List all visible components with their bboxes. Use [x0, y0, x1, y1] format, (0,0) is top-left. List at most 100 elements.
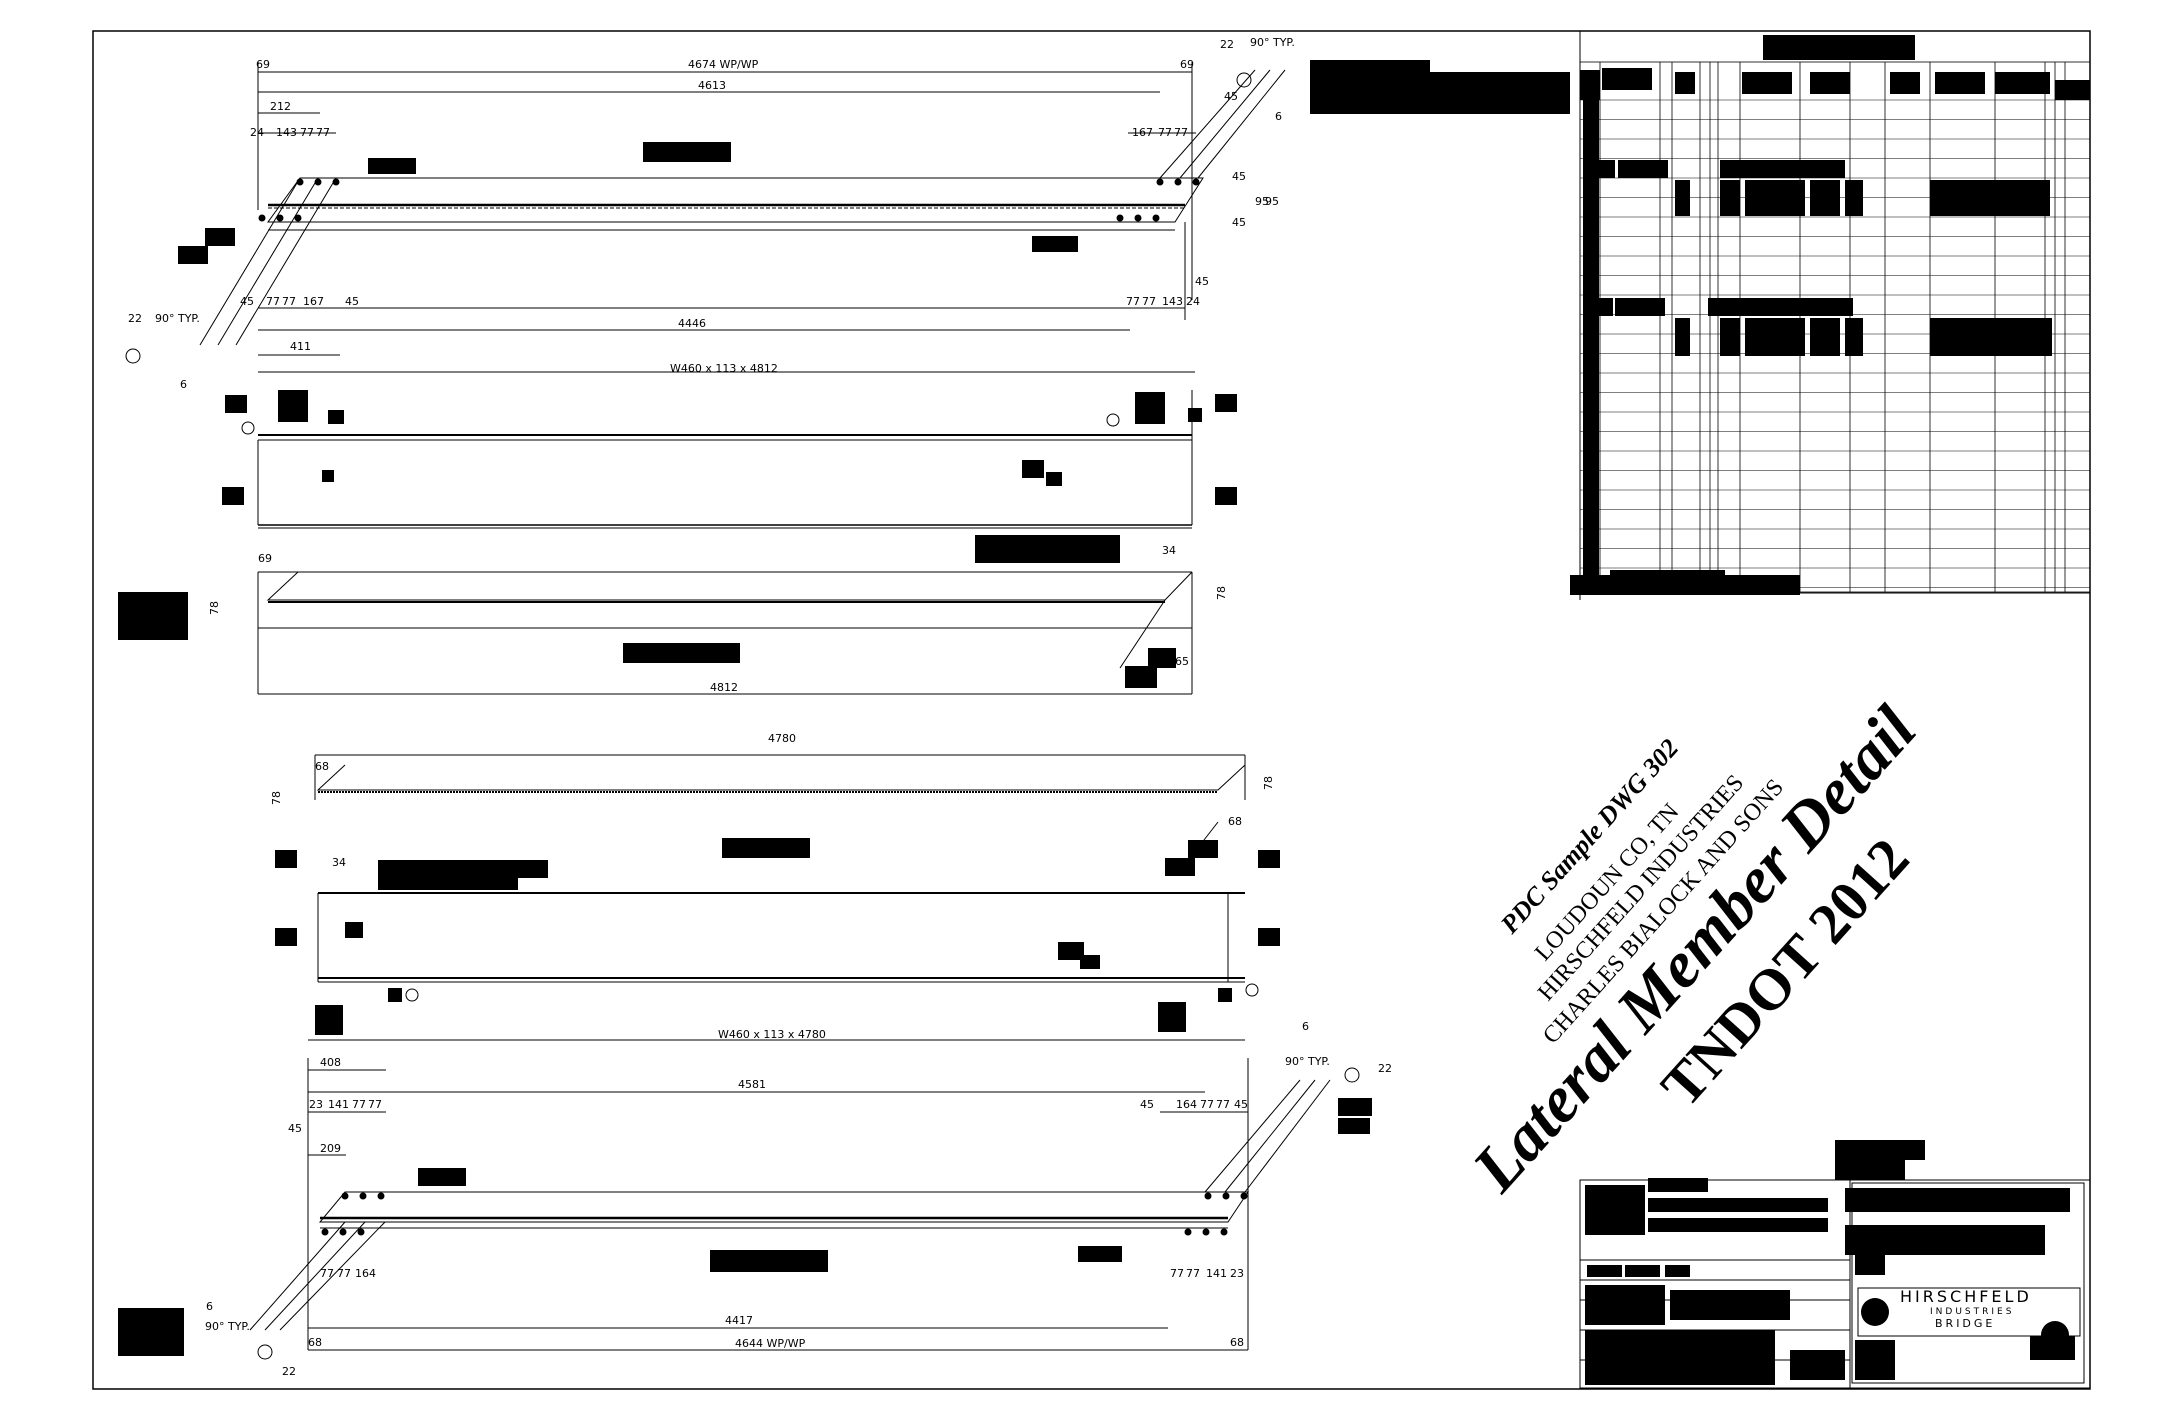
top-lr-3: 24 — [1186, 295, 1200, 308]
bottom-rh-3: 77 — [1216, 1098, 1230, 1111]
bottom-68-left: 68 — [308, 1336, 322, 1349]
top-web-69: 69 — [258, 552, 272, 565]
top-ll-0: 45 — [240, 295, 254, 308]
sheet-border — [92, 30, 2091, 1390]
top-web-view — [257, 571, 1193, 695]
top-lh-2: 77 — [300, 126, 314, 139]
top-overall-wp: 4674 WP/WP — [688, 58, 759, 71]
bottom-member-plan — [249, 1058, 1331, 1351]
top-ll-1: 77 — [266, 295, 280, 308]
top-flange-view — [257, 390, 1193, 529]
bottom-rh-4: 45 — [1234, 1098, 1248, 1111]
top-end-left: 69 — [256, 58, 270, 71]
bottom-angle-note-left: 90° TYP. — [205, 1320, 250, 1333]
bottom-lh-1: 141 — [328, 1098, 349, 1111]
top-angle-6-right: 6 — [1275, 110, 1282, 123]
bottom-web-78-left: 78 — [270, 791, 283, 805]
top-vd-45a: 45 — [1232, 216, 1246, 229]
bottom-bolt-length: 4417 — [725, 1314, 753, 1327]
top-web-redactions — [118, 592, 1176, 688]
bottom-rh-1: 164 — [1176, 1098, 1197, 1111]
top-vd-45b: 45 — [1232, 170, 1246, 183]
bottom-web-overall: 4780 — [768, 732, 796, 745]
bottom-lh-2: 77 — [352, 1098, 366, 1111]
top-bolt-length: 4446 — [678, 317, 706, 330]
hirschfeld-logo: HIRSCHFELD INDUSTRIES BRIDGE — [1857, 1287, 2081, 1349]
bom-redactions — [1310, 35, 2090, 595]
top-inner-length: 4613 — [698, 79, 726, 92]
top-section: W460 x 113 x 4812 — [670, 362, 778, 375]
bottom-45: 45 — [288, 1122, 302, 1135]
main-title: Lateral Member Detail — [1458, 693, 1930, 1206]
top-member-plan — [199, 62, 1286, 373]
bottom-angle-22-left: 22 — [282, 1365, 296, 1378]
bottom-lr-1: 77 — [1186, 1267, 1200, 1280]
bottom-web-68-right: 68 — [1228, 815, 1242, 828]
bottom-lr-2: 141 — [1206, 1267, 1227, 1280]
top-lr-1: 77 — [1142, 295, 1156, 308]
bottom-408: 408 — [320, 1056, 341, 1069]
bottom-angle-6-right: 6 — [1302, 1020, 1309, 1033]
top-angle-note-left: 90° TYP. — [155, 312, 200, 325]
bottom-68-right: 68 — [1230, 1336, 1244, 1349]
top-redactions — [125, 72, 1252, 364]
logo-name: HIRSCHFELD — [1900, 1287, 2032, 1306]
top-45-right: 45 — [1195, 275, 1209, 288]
top-ll-3: 167 — [303, 295, 324, 308]
top-web-78-right: 78 — [1215, 586, 1228, 600]
title-block-redactions — [1585, 1140, 2075, 1385]
bottom-overall-wp: 4644 WP/WP — [735, 1337, 806, 1350]
top-angle-22-right: 22 — [1220, 38, 1234, 51]
top-web-78-left: 78 — [208, 601, 221, 615]
top-angle-note-right: 90° TYP. — [1250, 36, 1295, 49]
top-ll-4: 45 — [345, 295, 359, 308]
top-lh-3: 77 — [316, 126, 330, 139]
logo-sub1: INDUSTRIES — [1930, 1307, 2014, 1317]
top-web-34: 34 — [1162, 544, 1176, 557]
top-411: 411 — [290, 340, 311, 353]
title-text-block: PDC Sample DWG 302 LOUDOUN CO, TN HIRSCH… — [1458, 693, 1930, 1206]
top-ll-2: 77 — [282, 295, 296, 308]
top-vd-95b: 95 — [1265, 195, 1279, 208]
top-lh-1: 143 — [276, 126, 297, 139]
bottom-lr-0: 77 — [1170, 1267, 1184, 1280]
bottom-web-34: 34 — [332, 856, 346, 869]
top-left-212: 212 — [270, 100, 291, 113]
top-flange-redactions — [222, 390, 1237, 563]
top-web-overall: 4812 — [710, 681, 738, 694]
top-vd-45c: 45 — [1224, 90, 1238, 103]
top-rh-0: 167 — [1132, 126, 1153, 139]
bottom-4581: 4581 — [738, 1078, 766, 1091]
bottom-ll-1: 77 — [337, 1267, 351, 1280]
bottom-lh-0: 23 — [309, 1098, 323, 1111]
bottom-angle-22-right: 22 — [1378, 1062, 1392, 1075]
bottom-lh-3: 77 — [368, 1098, 382, 1111]
bottom-angle-6-left: 6 — [206, 1300, 213, 1313]
top-web-65: 65 — [1175, 655, 1189, 668]
bottom-lr-3: 23 — [1230, 1267, 1244, 1280]
bottom-member-labels: 408 4581 23 141 77 77 45 209 45 164 77 7… — [205, 1020, 1392, 1378]
bottom-209: 209 — [320, 1142, 341, 1155]
bottom-web-68-left: 68 — [315, 760, 329, 773]
top-lr-0: 77 — [1126, 295, 1140, 308]
bottom-rh-2: 77 — [1200, 1098, 1214, 1111]
bottom-section: W460 x 113 x 4780 — [718, 1028, 826, 1041]
bottom-web-view — [308, 754, 1246, 1041]
bottom-member-redactions — [118, 1067, 1372, 1360]
top-end-right: 69 — [1180, 58, 1194, 71]
top-lr-2: 143 — [1162, 295, 1183, 308]
top-lh-0: 24 — [250, 126, 264, 139]
top-member-labels: 4674 WP/WP 4613 69 69 212 24 143 77 77 1… — [128, 36, 1295, 391]
logo-sub2: BRIDGE — [1935, 1317, 1995, 1330]
top-angle-6-left: 6 — [180, 378, 187, 391]
top-angle-22-left: 22 — [128, 312, 142, 325]
bottom-web-redactions — [275, 838, 1280, 1035]
bottom-angle-note-right: 90° TYP. — [1285, 1055, 1330, 1068]
top-rh-2: 77 — [1174, 126, 1188, 139]
top-web-labels: 69 78 78 34 65 4812 — [208, 544, 1228, 694]
top-vd-95a: 95 — [1255, 195, 1269, 208]
top-rh-1: 77 — [1158, 126, 1172, 139]
bottom-web-labels: 4780 68 78 78 68 34 W460 x 113 x 4780 — [270, 732, 1275, 1041]
bottom-web-78-right: 78 — [1262, 776, 1275, 790]
